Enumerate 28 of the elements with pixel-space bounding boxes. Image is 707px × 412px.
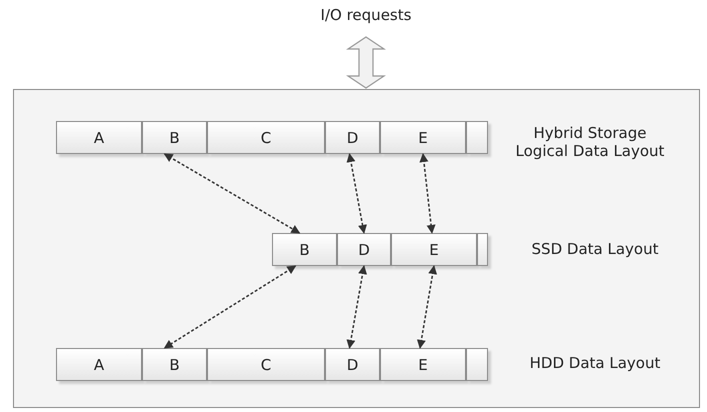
double-headed-arrow (346, 265, 368, 349)
data-block: A (56, 348, 142, 381)
empty-block (466, 348, 488, 381)
data-block: B (272, 233, 337, 266)
data-block: B (142, 348, 207, 381)
data-block: D (337, 233, 391, 266)
layout-label: Hybrid Storage Logical Data Layout (514, 124, 666, 160)
data-block: E (380, 348, 466, 381)
io-requests-label: I/O requests (318, 6, 414, 32)
data-block: D (325, 348, 380, 381)
double-headed-arrow (164, 153, 300, 234)
double-headed-arrow (419, 153, 436, 234)
storage-system-box (13, 89, 700, 408)
double-headed-arrow (416, 265, 438, 349)
double-headed-arrow (346, 153, 367, 234)
data-block: E (391, 233, 477, 266)
data-block: E (380, 121, 466, 154)
double-block-arrow (346, 36, 386, 89)
data-block: C (207, 121, 325, 154)
layout-label: HDD Data Layout (528, 354, 662, 372)
layout-label: SSD Data Layout (530, 240, 660, 258)
empty-block (466, 121, 488, 154)
data-block: B (142, 121, 207, 154)
double-headed-arrow (164, 265, 296, 349)
data-block: D (325, 121, 380, 154)
data-block: C (207, 348, 325, 381)
empty-block (477, 233, 488, 266)
data-block: A (56, 121, 142, 154)
